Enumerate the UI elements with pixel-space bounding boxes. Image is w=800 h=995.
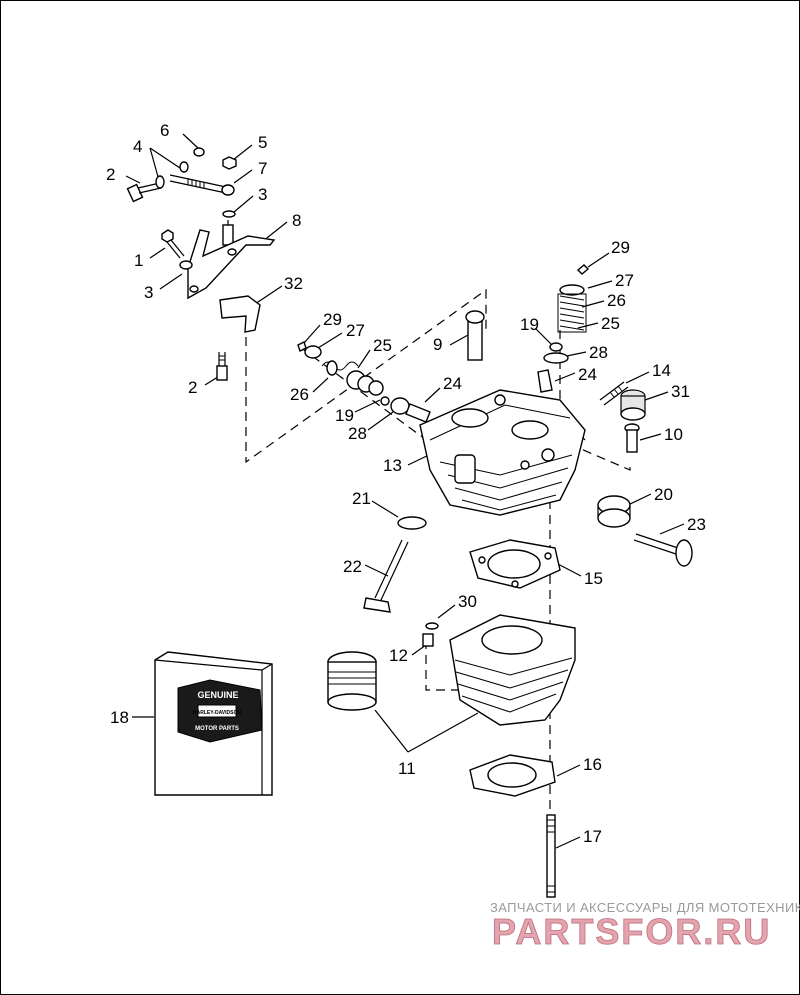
cylinder bbox=[422, 614, 576, 726]
callout-labels: 6 4 2 5 7 3 8 1 3 32 2 29 27 25 26 24 19… bbox=[106, 121, 706, 846]
callout-14: 14 bbox=[652, 361, 671, 380]
callout-2-lower: 2 bbox=[188, 378, 197, 397]
callout-18: 18 bbox=[110, 708, 129, 727]
callout-28-left: 28 bbox=[348, 424, 367, 443]
head-gasket bbox=[469, 539, 561, 589]
callout-32: 32 bbox=[284, 274, 303, 293]
callout-8: 8 bbox=[292, 211, 301, 230]
callout-27-right: 27 bbox=[615, 271, 634, 290]
assembly-lines bbox=[227, 220, 631, 890]
callout-24-right: 24 bbox=[578, 365, 597, 384]
callout-31: 31 bbox=[671, 382, 690, 401]
valve-train-rear bbox=[465, 264, 646, 453]
callout-26-right: 26 bbox=[607, 291, 626, 310]
piston bbox=[327, 651, 377, 711]
callout-27-left: 27 bbox=[346, 321, 365, 340]
callout-5: 5 bbox=[258, 133, 267, 152]
callout-10: 10 bbox=[664, 425, 683, 444]
callout-4: 4 bbox=[133, 137, 142, 156]
callout-25-left: 25 bbox=[373, 336, 392, 355]
watermark: ЗАПЧАСТИ И АКСЕССУАРЫ ДЛЯ МОТОТЕХНИКИ PA… bbox=[490, 900, 800, 952]
base-gasket bbox=[469, 754, 556, 797]
callout-26-left: 26 bbox=[290, 385, 309, 404]
callout-16: 16 bbox=[583, 755, 602, 774]
callout-6: 6 bbox=[160, 121, 169, 140]
cylinder-head bbox=[419, 389, 586, 516]
callout-30: 30 bbox=[458, 592, 477, 611]
logo-line1: GENUINE bbox=[197, 690, 238, 700]
callout-3-left: 3 bbox=[144, 283, 153, 302]
callout-11: 11 bbox=[398, 759, 416, 778]
logo-line3: HARLEY-DAVIDSON bbox=[193, 710, 241, 716]
callout-20: 20 bbox=[654, 485, 673, 504]
callout-29-right: 29 bbox=[611, 238, 630, 257]
cylinder-stud bbox=[546, 814, 556, 898]
valves bbox=[363, 495, 693, 613]
callout-28-right: 28 bbox=[589, 343, 608, 362]
callout-17: 17 bbox=[583, 827, 602, 846]
callout-13: 13 bbox=[383, 456, 402, 475]
watermark-tagline: ЗАПЧАСТИ И АКСЕССУАРЫ ДЛЯ МОТОТЕХНИКИ bbox=[490, 900, 800, 915]
callout-12: 12 bbox=[389, 646, 408, 665]
callout-7: 7 bbox=[258, 159, 267, 178]
callout-22: 22 bbox=[343, 557, 362, 576]
callout-3-top: 3 bbox=[258, 185, 267, 204]
callout-25-right: 25 bbox=[601, 314, 620, 333]
callout-15: 15 bbox=[584, 569, 603, 588]
watermark-brand: PARTSFOR.RU bbox=[492, 911, 771, 952]
callout-29-left: 29 bbox=[323, 310, 342, 329]
callout-21: 21 bbox=[352, 489, 371, 508]
callout-2-top: 2 bbox=[106, 165, 115, 184]
harley-davidson-logo: GENUINE HARLEY-DAVIDSON MOTOR PARTS bbox=[177, 679, 263, 743]
callout-9: 9 bbox=[433, 335, 442, 354]
callout-1: 1 bbox=[134, 251, 143, 270]
callout-19-left: 19 bbox=[335, 406, 354, 425]
logo-line5: MOTOR PARTS bbox=[195, 726, 239, 732]
callout-24-left: 24 bbox=[443, 374, 462, 393]
gasket-kit-box: GENUINE HARLEY-DAVIDSON MOTOR PARTS bbox=[154, 651, 273, 796]
engine-mount-linkage bbox=[126, 147, 276, 381]
callout-19-right: 19 bbox=[520, 315, 539, 334]
callout-23: 23 bbox=[687, 515, 706, 534]
leader-lines bbox=[125, 133, 685, 849]
